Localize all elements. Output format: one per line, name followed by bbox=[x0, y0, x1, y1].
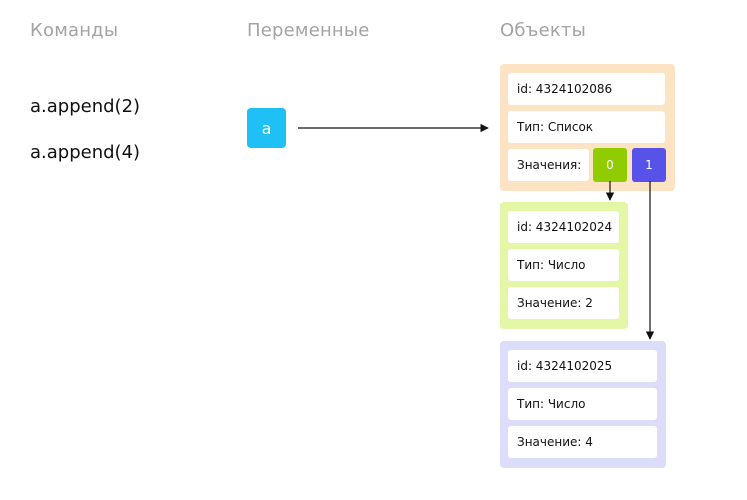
num4-id: id: 4324102025 bbox=[508, 350, 657, 382]
list-id: id: 4324102086 bbox=[508, 73, 665, 105]
command-1: a.append(2) bbox=[30, 96, 141, 117]
header-objects: Объекты bbox=[500, 20, 587, 41]
num2-id: id: 4324102024 bbox=[508, 211, 619, 243]
num4-type: Тип: Число bbox=[508, 388, 657, 420]
object-list: id: 4324102086 Тип: Список Значения: 0 1 bbox=[500, 64, 675, 191]
object-number-2: id: 4324102024 Тип: Число Значение: 2 bbox=[500, 202, 628, 329]
list-values-label: Значения: bbox=[508, 149, 589, 181]
list-type: Тип: Список bbox=[508, 111, 665, 143]
object-number-4: id: 4324102025 Тип: Число Значение: 4 bbox=[500, 341, 666, 468]
header-commands: Команды bbox=[30, 20, 119, 41]
list-index-0: 0 bbox=[593, 148, 627, 182]
num2-value: Значение: 2 bbox=[508, 287, 619, 319]
variable-a: a bbox=[247, 108, 286, 148]
num2-type: Тип: Число bbox=[508, 249, 619, 281]
header-variables: Переменные bbox=[247, 20, 370, 41]
list-index-1: 1 bbox=[632, 148, 666, 182]
command-2: a.append(4) bbox=[30, 142, 141, 163]
num4-value: Значение: 4 bbox=[508, 426, 657, 458]
